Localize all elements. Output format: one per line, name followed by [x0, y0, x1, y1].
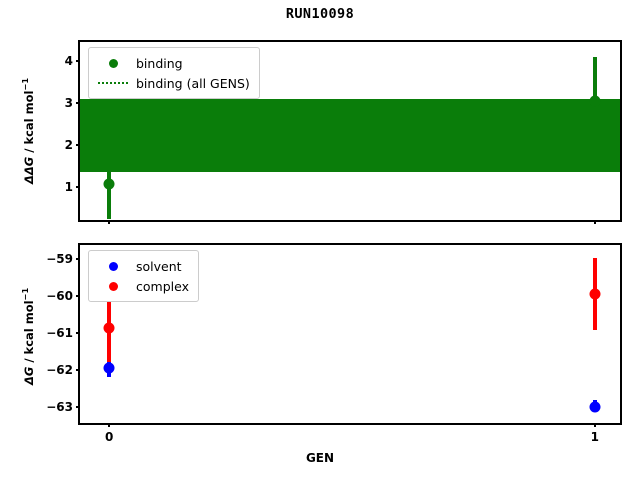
y-tick-label: 2 — [64, 137, 73, 152]
y-tick-label: −59 — [46, 252, 73, 267]
bottom-ylabel-symbol: ΔG — [21, 366, 36, 385]
y-tick-mark — [76, 59, 80, 62]
solvent-marker-icon — [96, 261, 130, 271]
y-tick-mark — [76, 294, 80, 297]
x-tick-mark — [108, 220, 111, 224]
complex-marker-icon — [96, 281, 130, 291]
y-tick-mark — [76, 405, 80, 408]
data-point-complex-gen1[interactable] — [589, 288, 601, 300]
top-panel-axes: 1 2 3 4 — [65, 40, 622, 224]
top-ylabel-unit: / kcal mol — [21, 90, 36, 157]
y-tick-mark — [76, 143, 80, 146]
y-tick-mark — [76, 368, 80, 371]
legend-item-solvent[interactable]: solvent — [96, 256, 189, 276]
data-point-binding-gen1[interactable] — [589, 95, 601, 107]
top-panel-plot-area — [80, 42, 620, 220]
y-tick-mark — [76, 186, 80, 188]
data-point-solvent-gen1[interactable] — [589, 401, 601, 413]
data-point-solvent-gen0[interactable] — [103, 362, 115, 374]
legend-label-binding-all-gens: binding (all GENS) — [136, 75, 250, 91]
binding-marker-icon — [96, 58, 130, 68]
legend-label-solvent: solvent — [136, 258, 182, 274]
binding-all-gens-line-icon — [96, 82, 130, 84]
x-tick-mark — [593, 220, 596, 224]
data-point-binding-gen0[interactable] — [103, 178, 115, 190]
y-tick-label: 1 — [64, 180, 73, 194]
error-bar — [592, 56, 597, 101]
y-tick-label: −60 — [46, 288, 73, 303]
top-panel-y-axis-label: ΔΔG / kcal mol−1 — [20, 78, 36, 184]
all-gens-confidence-band — [80, 98, 620, 173]
x-tick-label: 0 — [104, 430, 114, 444]
bottom-panel-y-axis-label: ΔG / kcal mol−1 — [20, 288, 36, 385]
top-panel-legend[interactable]: binding binding (all GENS) — [88, 47, 260, 99]
x-tick-mark — [593, 423, 596, 427]
legend-label-binding: binding — [136, 55, 183, 71]
bottom-panel-legend[interactable]: solvent complex — [88, 250, 199, 302]
top-ylabel-symbol: ΔΔG — [21, 156, 36, 184]
bottom-ylabel-unit: / kcal mol — [21, 300, 36, 367]
y-tick-label: −62 — [46, 362, 73, 377]
bottom-panel-plot-area — [80, 245, 620, 423]
x-axis-label: GEN — [305, 451, 335, 465]
y-tick-label: 3 — [64, 95, 73, 110]
legend-item-binding-all-gens[interactable]: binding (all GENS) — [96, 73, 250, 93]
data-point-complex-gen0[interactable] — [103, 322, 115, 334]
y-tick-label: −63 — [46, 399, 73, 414]
figure-title: RUN10098 — [285, 6, 355, 22]
y-tick-label: 4 — [64, 53, 73, 68]
legend-label-complex: complex — [136, 278, 189, 294]
x-tick-mark — [108, 423, 111, 427]
y-tick-label: −61 — [46, 325, 73, 340]
y-tick-mark — [76, 331, 80, 334]
bottom-ylabel-exponent: −1 — [20, 287, 30, 301]
legend-item-binding[interactable]: binding — [96, 53, 250, 73]
y-tick-mark — [76, 258, 80, 261]
legend-item-complex[interactable]: complex — [96, 276, 189, 296]
x-tick-label: 1 — [590, 430, 600, 444]
top-ylabel-exponent: −1 — [20, 77, 30, 91]
y-tick-mark — [76, 101, 80, 104]
